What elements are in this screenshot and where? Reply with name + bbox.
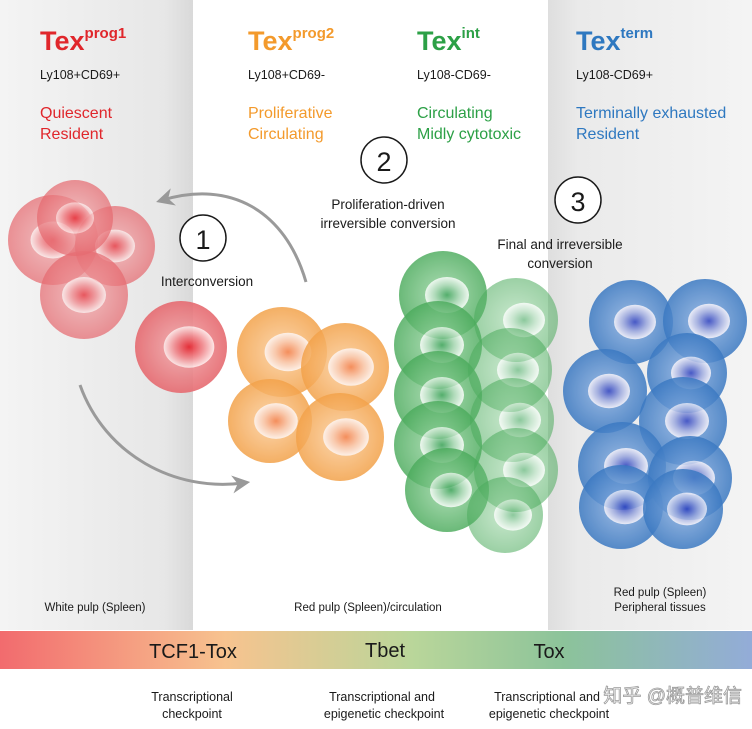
step-2-circle [360, 136, 408, 184]
stage-title-prog1: Texprog1 [40, 25, 126, 56]
watermark: 知乎 @概普维信 [603, 685, 742, 707]
step-2-number: 2 [376, 147, 391, 177]
interconversion-arrow-bottom [78, 384, 251, 494]
location-red-pulp: Red pulp (Spleen) [614, 587, 707, 599]
cell-prog1-2-nucleus [62, 276, 106, 314]
transcription-factor-gradient-bar [0, 631, 752, 669]
step-3-circle [554, 176, 602, 224]
stage-markers-int: Ly108-CD69- [417, 68, 491, 82]
checkpoint-1-line2: checkpoint [162, 707, 222, 721]
cell-cluster-int [394, 251, 558, 553]
stage-desc1-prog2: Proliferative [248, 105, 333, 122]
stage-desc2-int: Midly cytotoxic [417, 126, 521, 143]
cell-term-7-nucleus [604, 489, 646, 525]
step-1-circle [179, 214, 227, 262]
cell-prog2-2-nucleus [254, 403, 298, 439]
checkpoint-2-line1: Transcriptional and [329, 690, 435, 704]
cell-term-0 [589, 280, 673, 364]
checkpoint-1-line1: Transcriptional [151, 690, 233, 704]
cell-prog1-single [135, 301, 227, 393]
stage-desc1-int: Circulating [417, 105, 493, 122]
interconversion-arrow-top [156, 188, 308, 283]
step-2-label-line1: Proliferation-driven [331, 197, 444, 212]
cell-prog2-2 [228, 379, 312, 463]
cell-prog2-3-nucleus [323, 418, 369, 456]
step-3: 3 Final and irreversible conversion [497, 176, 623, 271]
cell-cluster-term [563, 279, 747, 549]
stage-desc1-prog1: Quiescent [40, 105, 113, 122]
stage-header-int: Texint Ly108-CD69- Circulating Midly cyt… [417, 25, 521, 143]
cell-prog1-2 [40, 251, 128, 339]
step-3-label-line1: Final and irreversible [497, 237, 622, 252]
cell-prog2-1-nucleus [328, 348, 374, 386]
bar-label-tox: Tox [533, 641, 564, 663]
step-3-label-line2: conversion [527, 256, 592, 271]
checkpoint-3-line1: Transcriptional and [494, 690, 600, 704]
cell-prog1-3-nucleus [56, 202, 94, 234]
cell-int-right-4-nucleus [494, 499, 532, 531]
cell-term-7 [579, 465, 663, 549]
location-red-pulp-circulation: Red pulp (Spleen)/circulation [294, 602, 442, 614]
cell-int-left-4-nucleus [430, 472, 472, 508]
cell-term-1-nucleus [688, 303, 730, 339]
cell-prog2-0-nucleus [264, 332, 312, 372]
cell-term-4-nucleus [665, 402, 709, 440]
stage-desc2-prog2: Circulating [248, 126, 324, 143]
step-3-number: 3 [570, 187, 585, 217]
cell-prog1-single-nucleus [163, 326, 215, 368]
stage-desc1-term: Terminally exhausted [576, 105, 726, 122]
stage-desc2-term: Resident [576, 126, 640, 143]
step-1-number: 1 [195, 225, 210, 255]
cell-term-0-nucleus [614, 304, 656, 340]
cell-cluster-prog2 [228, 307, 389, 481]
step-2-label-line2: irreversible conversion [320, 216, 455, 231]
cell-term-2 [563, 349, 647, 433]
stage-title-term: Texterm [576, 25, 653, 56]
cell-term-2-nucleus [588, 373, 630, 409]
stage-header-prog1: Texprog1 Ly108+CD69+ Quiescent Resident [40, 25, 126, 143]
checkpoint-2-line2: epigenetic checkpoint [324, 707, 445, 721]
cell-prog2-1 [301, 323, 389, 411]
bar-label-tcf1-tox: TCF1-Tox [149, 641, 237, 663]
cell-int-right-4 [467, 477, 543, 553]
location-peripheral-tissues: Peripheral tissues [614, 602, 706, 614]
stage-markers-term: Ly108-CD69+ [576, 68, 653, 82]
bar-label-tbet: Tbet [365, 640, 405, 662]
stage-title-int: Texint [417, 25, 480, 56]
stage-markers-prog2: Ly108+CD69- [248, 68, 325, 82]
cell-cluster-prog1 [8, 180, 227, 393]
stage-header-term: Texterm Ly108-CD69+ Terminally exhausted… [576, 25, 726, 143]
stage-desc2-prog1: Resident [40, 126, 104, 143]
step-2: 2 Proliferation-driven irreversible conv… [320, 136, 456, 231]
checkpoint-3-line2: epigenetic checkpoint [489, 707, 610, 721]
step-1: 1 Interconversion [161, 214, 253, 289]
cell-term-8 [643, 469, 723, 549]
stage-title-prog2: Texprog2 [248, 25, 334, 56]
cell-prog2-3 [296, 393, 384, 481]
stage-markers-prog1: Ly108+CD69+ [40, 68, 120, 82]
cell-term-8-nucleus [667, 492, 707, 526]
step-1-label: Interconversion [161, 274, 253, 289]
stage-header-prog2: Texprog2 Ly108+CD69- Proliferative Circu… [248, 25, 334, 143]
cell-prog1-3 [37, 180, 113, 256]
location-white-pulp: White pulp (Spleen) [45, 602, 146, 614]
